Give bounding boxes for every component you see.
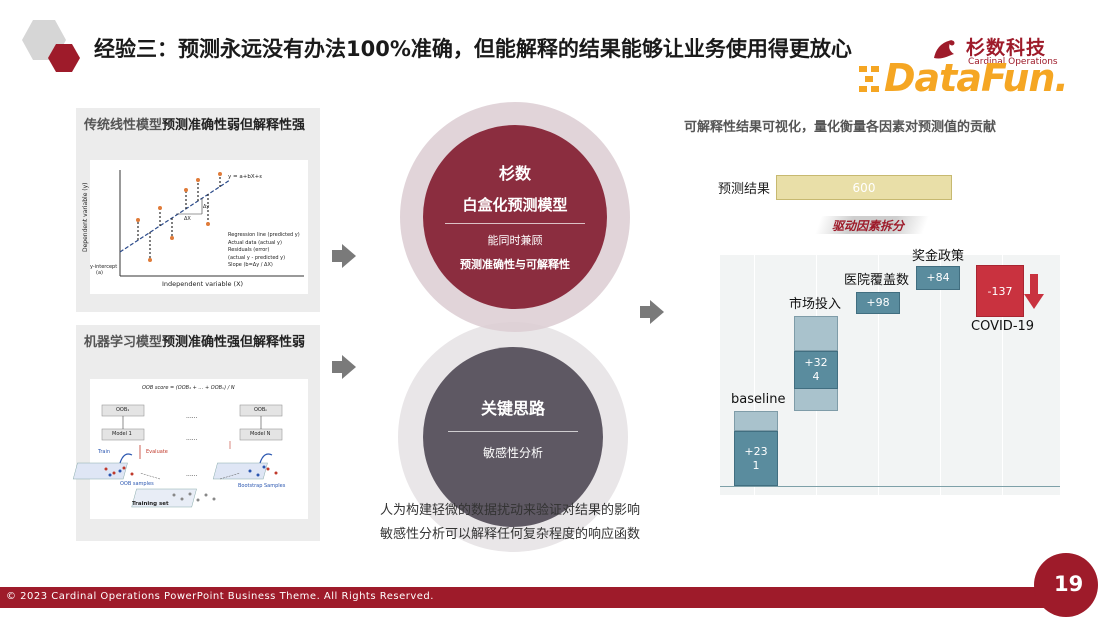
linear-intercept-sub: (a) [96, 270, 103, 276]
ellipsis-top: ...... [186, 413, 198, 420]
linear-model-heading-plain: 传统线性模型 [84, 118, 163, 133]
datafun-brand-text: DataFun. [884, 56, 1069, 100]
bottom-circle-content: 关键思路 敏感性分析 [423, 395, 603, 461]
legend-residuals: Residuals (error) [228, 247, 270, 253]
logo-chinese-name: 杉数科技 [966, 37, 1047, 59]
caption-line-2: 敏感性分析可以解释任何复杂程度的响应函数 [380, 527, 641, 542]
waterfall-chart: +23 1 +32 4 +98 +84 -137 [720, 255, 1060, 495]
grid-line [878, 255, 879, 495]
model-1-label: Model 1 [112, 431, 132, 437]
top-circle-content: 杉数 白盒化预测模型 能同时兼顾 预测准确性与可解释性 [423, 160, 607, 272]
train-label: Train [98, 449, 110, 455]
top-circle-line3: 能同时兼顾 [487, 234, 543, 247]
waterfall-bar-market-upper [794, 316, 838, 351]
oob-1-label: OOB₁ [116, 407, 130, 413]
evaluate-label: Evaluate [146, 449, 168, 455]
bottom-circle-divider [448, 431, 578, 432]
random-forest-diagram [72, 404, 283, 508]
linear-legend: Regression line (predicted y) Actual dat… [228, 232, 300, 270]
prediction-label: 预测结果 [718, 182, 771, 197]
top-circle-line4: 预测准确性与可解释性 [460, 258, 570, 271]
legend-regression-line: Regression line (predicted y) [228, 232, 300, 238]
linear-model-heading-bold: 预测准确性弱但解释性强 [162, 118, 306, 133]
legend-residuals-formula: (actual y - predicted y) [228, 254, 286, 261]
waterfall-label-market: 市场投入 [789, 297, 842, 312]
waterfall-bar-market: +32 4 [794, 351, 838, 389]
top-circle-subtitle: 白盒化预测模型 [462, 196, 568, 214]
ml-model-panel-heading: 机器学习模型预测准确性强但解释性弱 [84, 331, 305, 350]
arrow-down-icon [1024, 274, 1044, 309]
waterfall-label-baseline: baseline [731, 392, 786, 407]
waterfall-label-bonus: 奖金政策 [912, 249, 965, 264]
grid-line [940, 255, 941, 495]
ml-model-heading-bold: 预测准确性强但解释性弱 [162, 335, 306, 350]
slide-title: 经验三：预测永远没有办法100%准确，但能解释的结果能够让业务使用得更放心 [94, 37, 852, 61]
legend-slope: Slope (b=Δy / ΔX) [228, 262, 273, 268]
waterfall-bar-baseline-top [734, 411, 778, 431]
linear-regression-figure: Dependent variable (y) Independent varia… [82, 160, 308, 294]
ml-model-heading-plain: 机器学习模型 [84, 335, 163, 350]
linear-xlabel: Independent variable (X) [162, 280, 244, 288]
datafun-dots-icon [859, 66, 879, 92]
arrow-right-icon [332, 244, 356, 268]
linear-model-panel-heading: 传统线性模型预测准确性弱但解释性强 [84, 114, 305, 133]
grid-line [1002, 255, 1003, 495]
oob-formula: OOB score = (OOB₁ + … + OOBₙ) / N [142, 385, 235, 391]
page-number-badge [1034, 553, 1098, 617]
linear-regression-plot [119, 170, 304, 277]
oob-samples-label: OOB samples [120, 481, 154, 487]
grid-line [754, 255, 755, 495]
ellipsis-bottom: ...... [186, 471, 198, 478]
bottom-circle-subtitle: 敏感性分析 [482, 446, 543, 460]
baseline-axis [720, 486, 1060, 487]
waterfall-bar-bonus: +84 [916, 266, 960, 290]
linear-equation: y = a+bX+ε [228, 174, 263, 180]
bootstrap-samples-label: Bootstrap Samples [238, 483, 286, 489]
random-forest-figure: OOB score = (OOB₁ + … + OOBₙ) / N OOB₁ O… [72, 379, 308, 519]
prediction-bar: 600 [776, 175, 952, 200]
legend-actual-data: Actual data (actual y) [228, 239, 282, 246]
ellipsis-mid: ...... [186, 435, 198, 442]
cardinal-logo-icon [934, 40, 955, 59]
linear-intercept: y-intercept [90, 264, 118, 270]
waterfall-bar-market-lower [794, 387, 838, 411]
oob-n-label: OOBₙ [254, 407, 268, 413]
bottom-circle [423, 347, 603, 527]
bottom-circle-title: 关键思路 [480, 399, 545, 418]
top-circle-divider [445, 223, 585, 224]
model-n-label: Model N [250, 431, 271, 437]
top-circle [423, 125, 607, 309]
ml-model-panel: 机器学习模型预测准确性强但解释性弱 OOB score = (OOB₁ + … … [72, 325, 320, 541]
page-number: 19 [1054, 572, 1084, 596]
waterfall-bar-hospital: +98 [856, 292, 900, 314]
arrow-right-icon [640, 300, 664, 324]
waterfall-bar-covid: -137 [976, 265, 1024, 317]
footer-copyright: © 2023 Cardinal Operations PowerPoint Bu… [6, 591, 434, 602]
explainability-note: 可解释性结果可视化，量化衡量各因素对预测值的贡献 [684, 120, 997, 135]
waterfall-label-hospital: 医院覆盖数 [844, 273, 910, 288]
linear-model-panel: 传统线性模型预测准确性弱但解释性强 [76, 108, 320, 312]
top-circle-title: 杉数 [498, 164, 531, 183]
waterfall-bar-baseline: +23 1 [734, 431, 778, 486]
training-set-label: Training set [132, 501, 169, 507]
logo-english-name: Cardinal Operations [968, 57, 1058, 67]
footer-bar [0, 587, 1080, 608]
linear-delta-x: ΔX [184, 216, 191, 222]
driver-label: 驱动因素拆分 [832, 219, 905, 233]
linear-delta-y: Δy [203, 204, 210, 210]
arrow-right-icon [332, 355, 356, 379]
caption-line-1: 人为构建轻微的数据扰动来验证对结果的影响 [380, 503, 641, 518]
linear-ylabel: Dependent variable (y) [82, 182, 89, 252]
waterfall-label-covid: COVID-19 [971, 319, 1035, 334]
